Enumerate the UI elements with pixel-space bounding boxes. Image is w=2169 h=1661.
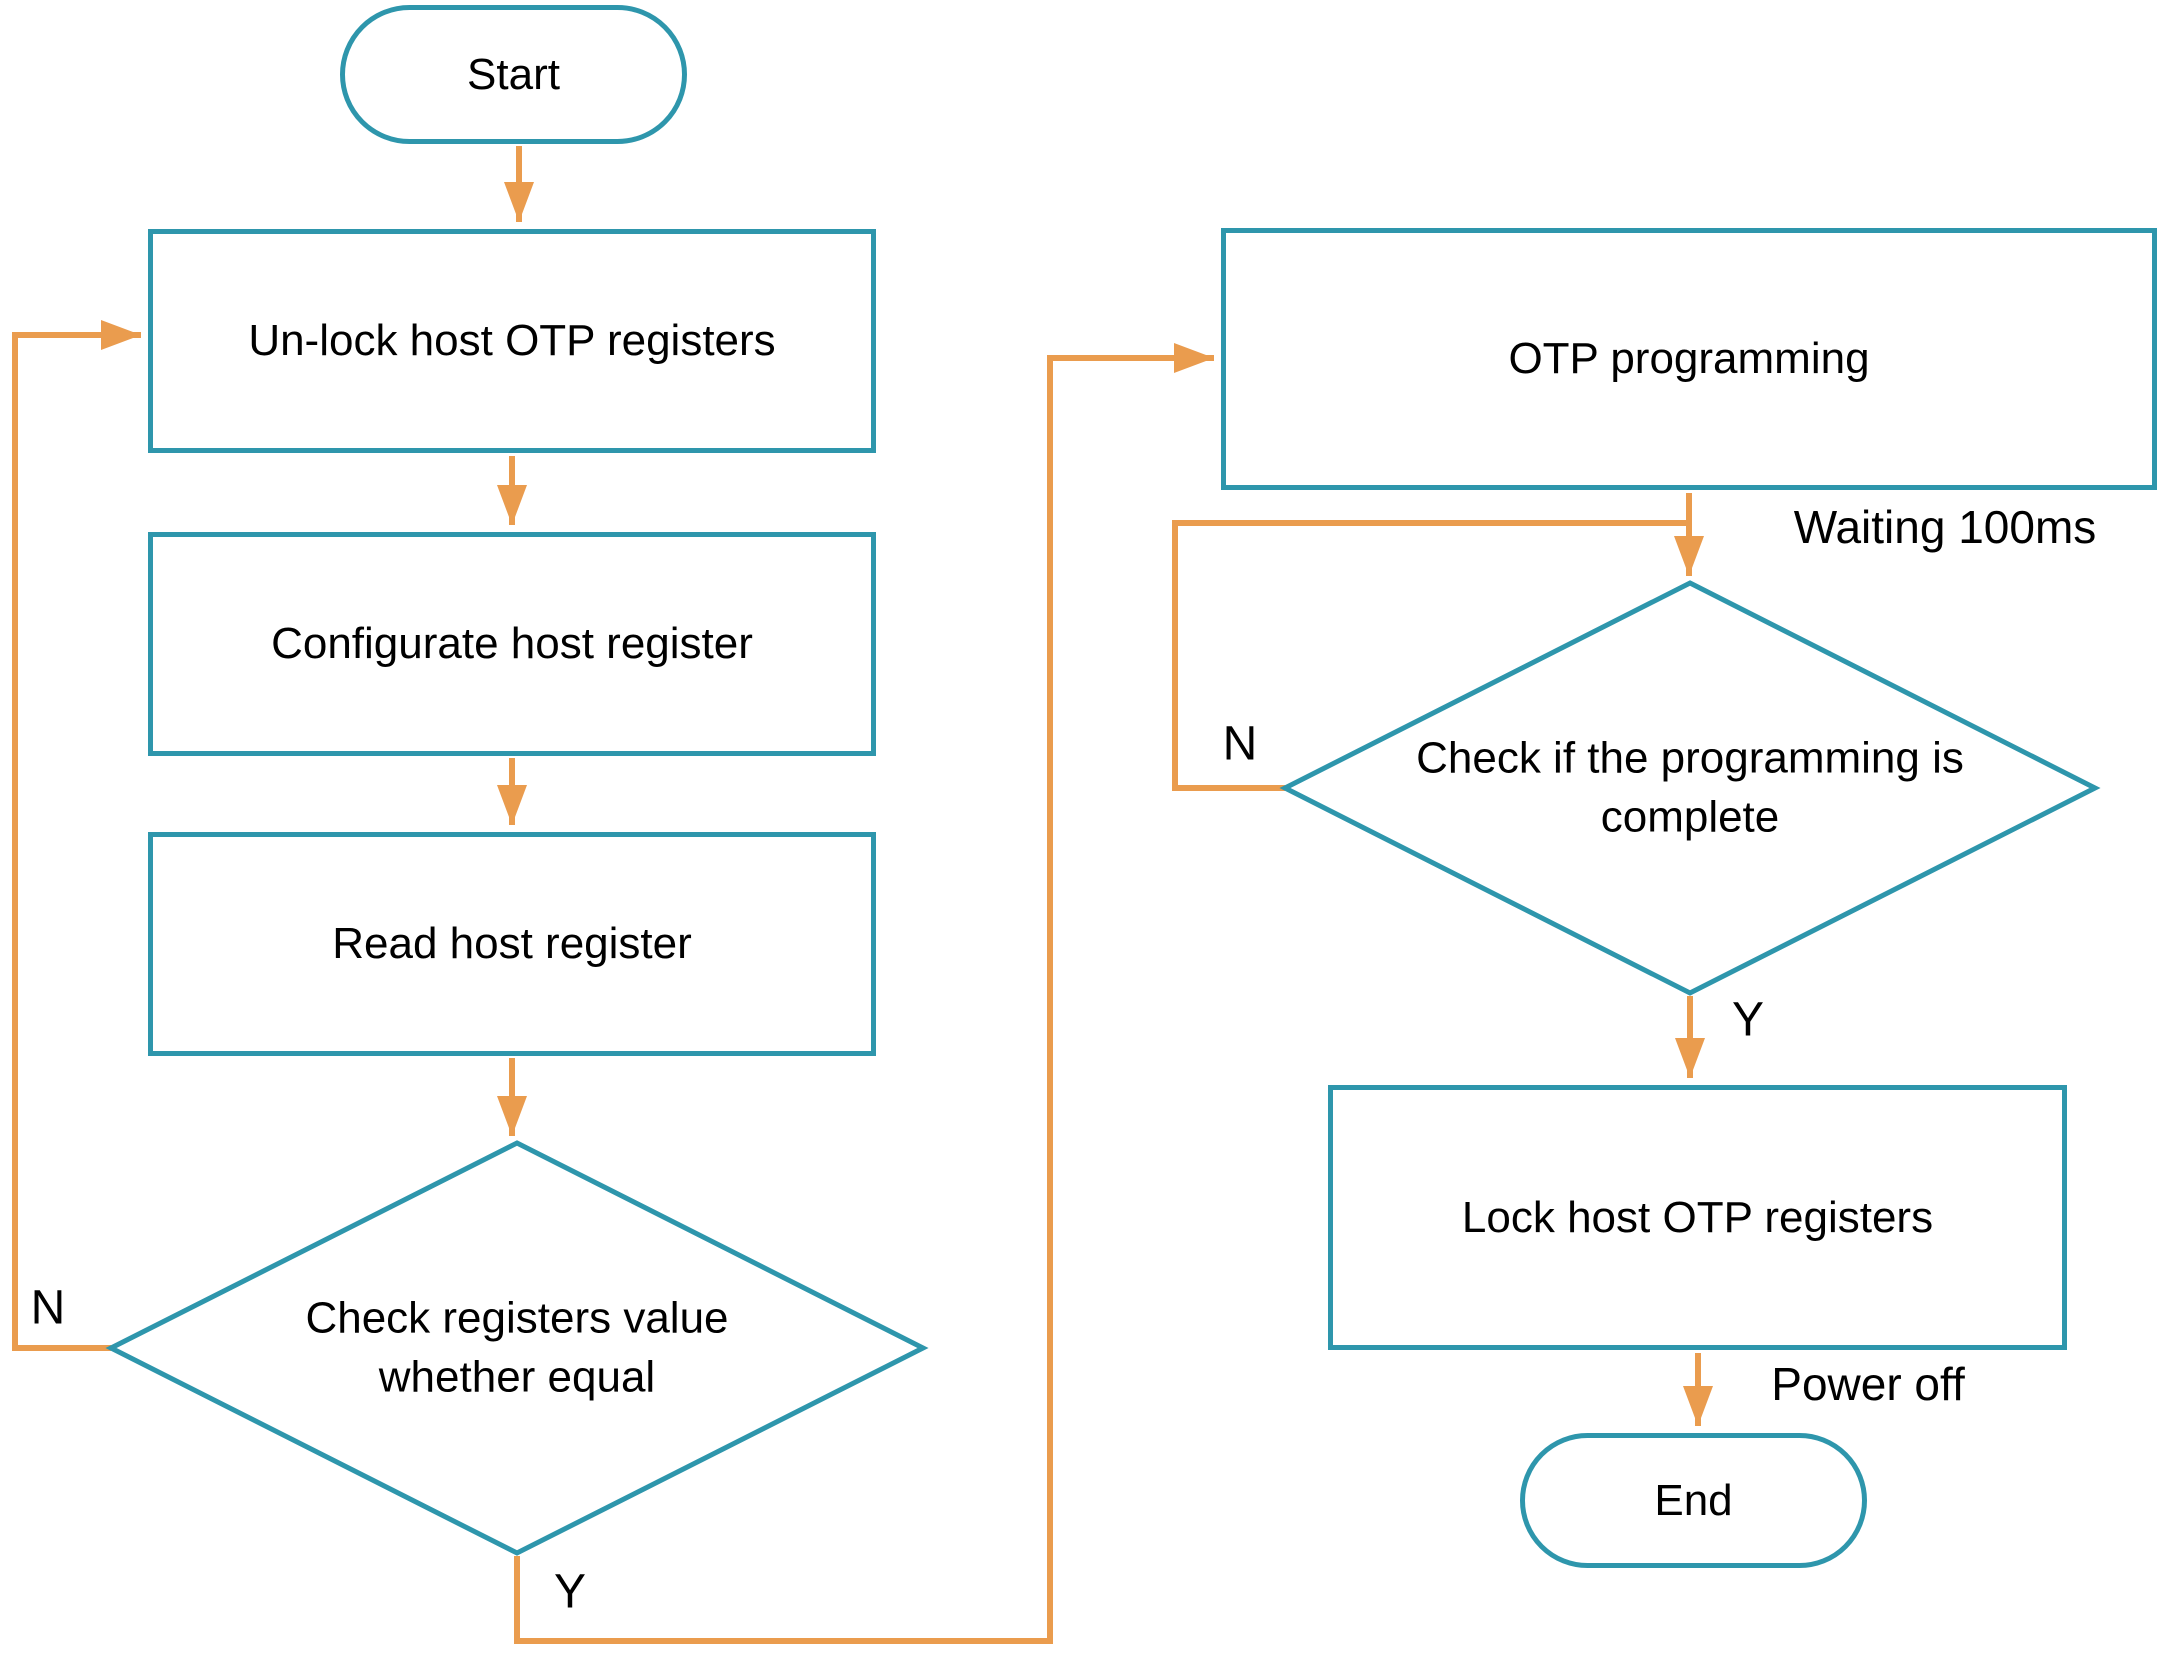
branch-label-check-equal-yes: Y [553, 1565, 587, 1619]
start-terminator: Start [340, 5, 687, 144]
end-terminator: End [1520, 1433, 1867, 1568]
branch-label-check-complete-yes: Y [1731, 993, 1765, 1047]
annotation-waiting-100ms: Waiting 100ms [1793, 501, 2097, 553]
decision-check-equal-label: Check registers value whether equal [305, 1293, 729, 1402]
decision-check-equal-shape [105, 1140, 929, 1556]
process-read-host-register: Read host register [148, 832, 876, 1056]
decision-check-complete-label: Check if the programming is complete [1416, 733, 1964, 842]
start-label: Start [467, 49, 560, 99]
process-label: Lock host OTP registers [1461, 1192, 1934, 1242]
annotation-power-off: Power off [1771, 1358, 1965, 1410]
process-configurate-host-register: Configurate host register [148, 532, 876, 756]
branch-label-check-equal-no: N [30, 1281, 66, 1335]
process-label: Un-lock host OTP registers [248, 316, 776, 366]
process-label: Read host register [332, 919, 692, 969]
edge-check-equal-yes-to-otp [514, 343, 1214, 1644]
process-label: OTP programming [1508, 334, 1870, 384]
edge-check-complete-no-loop [1172, 520, 1686, 791]
process-label: Configurate host register [271, 619, 753, 669]
process-lock-host-otp-registers: Lock host OTP registers [1328, 1085, 2067, 1350]
edge-check-equal-no-loop [12, 320, 141, 1351]
decision-check-complete-shape [1279, 580, 2101, 996]
process-unlock-host-otp-registers: Un-lock host OTP registers [148, 229, 876, 453]
branch-label-check-complete-no: N [1222, 717, 1258, 771]
end-label: End [1654, 1475, 1733, 1525]
process-otp-programming: OTP programming [1221, 228, 2157, 490]
